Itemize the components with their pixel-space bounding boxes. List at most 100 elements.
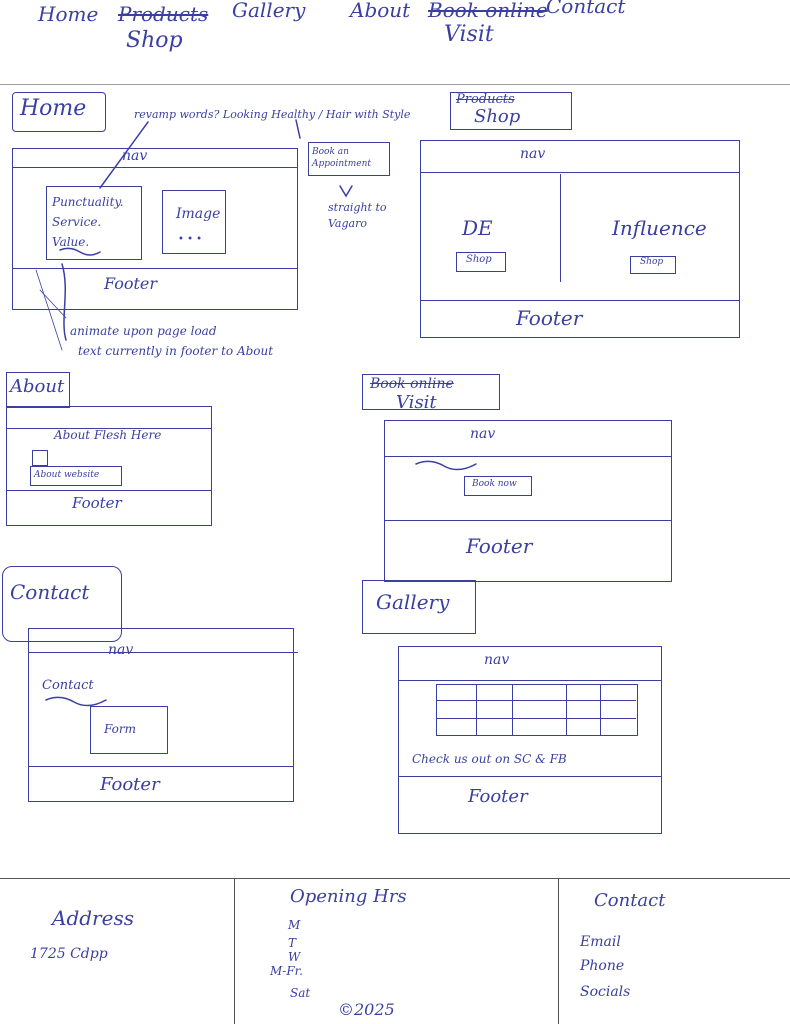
home-nav-line	[12, 167, 298, 168]
footer-hours-heading: Opening Hrs	[290, 886, 407, 907]
about-nav-label: About Flesh Here	[54, 428, 162, 442]
home-image-placeholder	[162, 190, 226, 254]
shop-left-label: DE	[462, 216, 493, 240]
gallery-grid-row	[436, 718, 636, 719]
home-image-label: Image	[176, 206, 221, 222]
footer-contact-line: Email	[580, 934, 621, 950]
squiggle-contact	[45, 696, 107, 707]
footer-contact-line: Phone	[580, 958, 625, 974]
home-title: Home	[20, 96, 87, 121]
visit-title-box	[362, 374, 500, 410]
gallery-footer-label: Footer	[468, 786, 528, 807]
gallery-nav-label: nav	[484, 652, 510, 668]
footer-hours-line: W	[288, 950, 301, 964]
home-book-button	[308, 142, 390, 176]
contact-nav-label: nav	[108, 642, 134, 658]
footer-address-heading: Address	[52, 906, 134, 930]
home-footer-label: Footer	[104, 274, 158, 293]
footer-top-line	[0, 878, 790, 879]
arrow-note-to-text	[99, 121, 149, 189]
nav-item-gallery[interactable]: Gallery	[232, 0, 306, 22]
shop-footer-label: Footer	[516, 306, 583, 330]
contact-wireframe	[28, 628, 294, 802]
visit-footer-label: Footer	[466, 534, 533, 558]
shop-divider	[560, 174, 561, 282]
nav-item-home[interactable]: Home	[38, 2, 99, 26]
home-text-block-label: Punctuality. Service. Value.	[52, 195, 124, 249]
shop-right-button	[630, 256, 676, 274]
gallery-grid-col	[476, 684, 477, 736]
footer-divider-1	[234, 878, 235, 1024]
visit-book-button	[464, 476, 532, 496]
footer-hours-line: Sat	[290, 986, 311, 1000]
footer-divider-2	[558, 878, 559, 1024]
gallery-grid-row	[436, 700, 636, 701]
gallery-title-box	[362, 580, 476, 634]
home-image-dots: • • •	[178, 234, 203, 245]
shop-wireframe	[420, 140, 740, 338]
home-book-button-label: Book an Appointment	[312, 147, 372, 169]
footer-hours-line: M	[288, 918, 301, 932]
nav-item-about[interactable]: About	[350, 0, 411, 22]
gallery-caption: Check us out on SC & FB	[412, 752, 567, 766]
about-title-box	[6, 372, 70, 408]
footer-hours-line: T	[288, 936, 297, 950]
shop-title-struck: Products	[456, 92, 515, 107]
contact-title: Contact	[10, 580, 90, 604]
contact-footer-label: Footer	[100, 774, 160, 795]
nav-item-products[interactable]: Products	[118, 2, 209, 26]
visit-title: Visit	[396, 392, 437, 413]
footer-hours-line: M-Fr.	[270, 964, 303, 978]
top-divider	[0, 84, 790, 85]
about-title: About	[10, 376, 65, 397]
visit-book-button-label: Book now	[472, 479, 517, 489]
gallery-footer-line	[398, 776, 662, 777]
arrow-text-to-notes	[61, 263, 67, 341]
shop-title-box	[450, 92, 572, 130]
nav-replacement-shop: Shop	[126, 28, 183, 53]
home-note-bottom-2: text currently in footer to About	[78, 344, 274, 358]
gallery-title: Gallery	[376, 590, 450, 614]
contact-form-label: Form	[104, 722, 137, 736]
shop-footer-line	[420, 300, 740, 301]
about-nav-line	[6, 428, 212, 429]
gallery-wireframe	[398, 646, 662, 834]
home-text-block	[46, 186, 142, 260]
visit-wireframe	[384, 420, 672, 582]
footer-contact-heading: Contact	[594, 890, 666, 911]
about-website-box	[30, 466, 122, 486]
about-footer-label: Footer	[72, 494, 122, 512]
about-website-label: About website	[34, 470, 100, 480]
nav-item-book-online[interactable]: Book online	[428, 0, 548, 22]
nav-item-contact[interactable]: Contact	[546, 0, 626, 18]
gallery-grid	[436, 684, 638, 736]
contact-heading: Contact	[42, 678, 94, 693]
contact-footer-line	[28, 766, 294, 767]
home-note-bottom-1: animate upon page load	[70, 324, 217, 338]
gallery-grid-col	[600, 684, 601, 736]
visit-footer-line	[384, 520, 672, 521]
footer-contact-line: Socials	[580, 984, 631, 1000]
squiggle-visit	[415, 460, 477, 471]
shop-nav-line	[420, 172, 740, 173]
home-title-box	[12, 92, 106, 132]
visit-nav-line	[384, 456, 672, 457]
gallery-grid-col	[566, 684, 567, 736]
shop-left-button-label: Shop	[466, 254, 492, 265]
shop-left-button	[456, 252, 506, 272]
home-nav-label: nav	[122, 148, 148, 164]
about-footer-line	[6, 490, 212, 491]
contact-title-box	[2, 566, 122, 642]
shop-right-button-label: Shop	[640, 257, 664, 267]
shop-nav-label: nav	[520, 146, 546, 162]
visit-nav-label: nav	[470, 426, 496, 442]
gallery-nav-line	[398, 680, 662, 681]
gallery-grid-col	[512, 684, 513, 736]
home-wireframe	[12, 148, 298, 310]
shop-title: Shop	[474, 106, 521, 127]
contact-nav-line	[28, 652, 298, 653]
home-footer-line	[12, 268, 298, 269]
footer-copyright: ©2025	[338, 1000, 395, 1019]
squiggle-home	[59, 247, 101, 256]
